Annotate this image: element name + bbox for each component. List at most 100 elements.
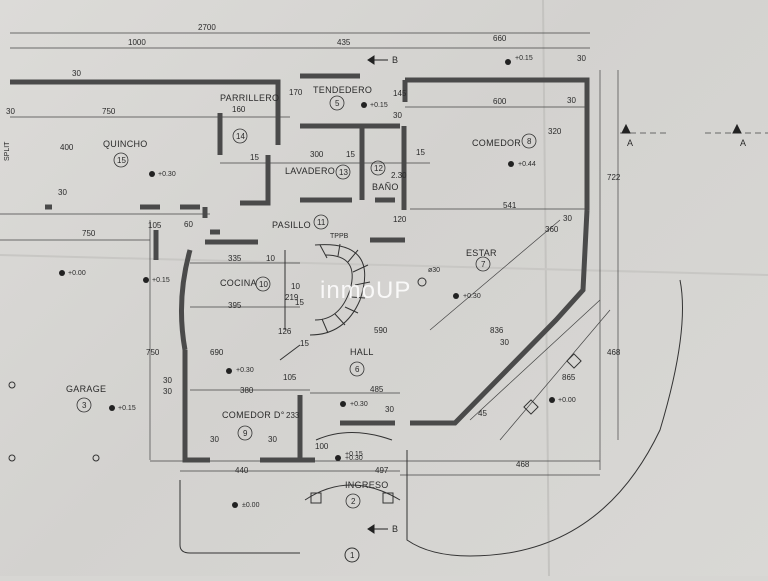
- dimension-text: 30: [58, 188, 67, 197]
- dimension-text: 722: [607, 173, 621, 182]
- dimension-text: 15: [295, 298, 304, 307]
- room-label-comedor: COMEDOR: [472, 138, 521, 148]
- dimension-text: 750: [146, 348, 160, 357]
- dimension-text: 126: [278, 327, 292, 336]
- dimension-text: 219: [285, 293, 299, 302]
- dimension-text: 395: [228, 301, 242, 310]
- level-text: +0.15: [152, 277, 170, 284]
- dimension-text: 30: [567, 96, 576, 105]
- dimension-text: 105: [148, 221, 162, 230]
- dimension-text: 400: [60, 143, 74, 152]
- level-text: ±0.00: [242, 502, 260, 509]
- level-text: +0.30: [158, 171, 176, 178]
- room-number: 10: [259, 280, 268, 289]
- dimension-text: 30: [385, 405, 394, 414]
- dimension-text: 105: [283, 373, 297, 382]
- dimension-text: 30: [72, 69, 81, 78]
- room-number: 8: [527, 137, 532, 146]
- dimension-text: 30: [577, 54, 586, 63]
- room-number: 1: [350, 551, 355, 560]
- dimension-text: 750: [102, 107, 116, 116]
- stair-note: TPPB: [330, 233, 349, 240]
- dimension-text: 2700: [198, 23, 216, 32]
- dimension-text: 300: [310, 150, 324, 159]
- diameter-note: ø30: [428, 267, 440, 274]
- level-text: +0.30: [350, 401, 368, 408]
- dimension-text: 15: [300, 339, 309, 348]
- section-arrows: [367, 55, 742, 534]
- staircase: [279, 243, 371, 361]
- dimension-text: 468: [516, 460, 530, 469]
- dimension-text: 750: [82, 229, 96, 238]
- dimension-text: 30: [6, 107, 15, 116]
- section-mark-b: B: [392, 55, 398, 65]
- walls: [10, 73, 590, 463]
- dimension-text: 233: [286, 411, 300, 420]
- dimension-text: 497: [375, 466, 389, 475]
- level-text: +0.15: [118, 405, 136, 412]
- dimension-lines: [0, 32, 768, 476]
- dimension-text: 10: [291, 282, 300, 291]
- dimension-text: 30: [210, 435, 219, 444]
- dimension-texts: 2700 1000 435 660 30 30 750 30 160 170 1…: [6, 23, 621, 475]
- dimension-text: 15: [346, 150, 355, 159]
- dimension-text: 2.30: [391, 171, 407, 180]
- room-label-lavadero: LAVADERO: [285, 166, 335, 176]
- section-mark-a: A: [627, 138, 633, 148]
- level-text: +0.00: [558, 397, 576, 404]
- room-number: 5: [335, 99, 340, 108]
- dimension-text: 468: [607, 348, 621, 357]
- dimension-text: 690: [210, 348, 224, 357]
- dimension-text: 335: [228, 254, 242, 263]
- room-number: 15: [117, 156, 126, 165]
- level-text: +0.00: [68, 270, 86, 277]
- dimension-text: 30: [163, 376, 172, 385]
- room-label-parrillero: PARRILLERO: [220, 93, 279, 103]
- room-label-pasillo: PASILLO: [272, 220, 311, 230]
- room-label-quincho: QUINCHO: [103, 139, 148, 149]
- room-label-garage: GARAGE: [66, 384, 106, 394]
- section-mark-a: A: [740, 138, 746, 148]
- room-number: 3: [82, 401, 87, 410]
- room-number: 11: [317, 218, 326, 227]
- dimension-text: 440: [235, 466, 249, 475]
- dimension-text: 435: [337, 38, 351, 47]
- room-label-ingreso: INGRESO: [345, 480, 389, 490]
- doors: [179, 279, 683, 557]
- section-mark-b: B: [392, 524, 398, 534]
- split-note: SPLIT: [4, 141, 11, 161]
- dimension-text: 380: [240, 386, 254, 395]
- dimension-text: 30: [500, 338, 509, 347]
- room-number: 7: [481, 260, 486, 269]
- level-text: +0.15: [345, 451, 363, 458]
- room-label-bano: BAÑO: [372, 182, 399, 192]
- dimension-text: 660: [493, 34, 507, 43]
- room-label-cocina: COCINA: [220, 278, 257, 288]
- level-text: +0.15: [515, 55, 533, 62]
- room-number-circles: [76, 95, 537, 509]
- level-marker-icons: [59, 59, 555, 508]
- dimension-text: 30: [563, 214, 572, 223]
- dimension-text: 30: [163, 387, 172, 396]
- dimension-text: 320: [548, 127, 562, 136]
- dimension-text: 836: [490, 326, 504, 335]
- paper-fold: [0, 254, 768, 276]
- dimension-text: 865: [562, 373, 576, 382]
- dimension-text: 541: [503, 201, 517, 210]
- dimension-text: 145: [393, 89, 407, 98]
- dimension-text: 45: [478, 409, 487, 418]
- dimension-text: 485: [370, 385, 384, 394]
- dimension-text: 100: [315, 442, 329, 451]
- level-text: +0.15: [370, 102, 388, 109]
- columns: [310, 353, 582, 504]
- room-label-hall: HALL: [350, 347, 374, 357]
- room-number: 2: [351, 497, 356, 506]
- dimension-text: 30: [393, 111, 402, 120]
- dimension-text: 60: [184, 220, 193, 229]
- dimension-text: 15: [416, 148, 425, 157]
- level-text: +0.30: [236, 367, 254, 374]
- dimension-text: 160: [232, 105, 246, 114]
- dimension-text: 15: [250, 153, 259, 162]
